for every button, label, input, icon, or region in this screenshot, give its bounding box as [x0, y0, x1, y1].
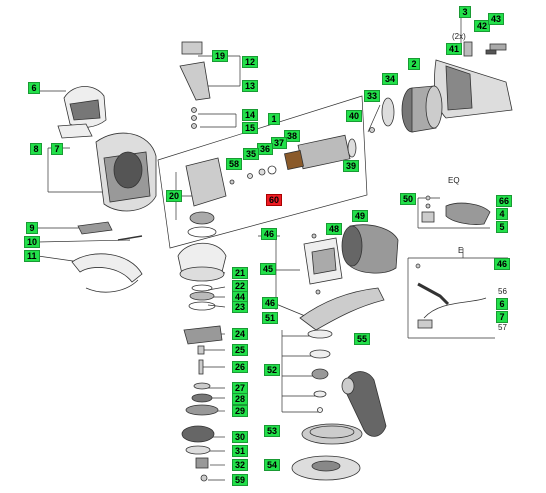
part-label[interactable]: 4 [496, 208, 508, 220]
washer-stack [307, 329, 333, 413]
part-label[interactable]: 58 [226, 158, 243, 170]
handle-part [77, 221, 143, 241]
part-label[interactable]: 15 [242, 122, 259, 134]
part-label[interactable]: 23 [232, 301, 249, 313]
part-label[interactable]: 10 [24, 236, 41, 248]
part-label[interactable]: 13 [242, 80, 259, 92]
part-label[interactable]: 52 [264, 364, 281, 376]
part-label[interactable]: 20 [166, 190, 183, 202]
switch-assembly [421, 202, 491, 225]
part-label[interactable]: 3 [459, 6, 471, 18]
part-label[interactable]: 30 [232, 431, 249, 443]
part-number-57: 57 [498, 323, 507, 332]
part-label-highlighted[interactable]: 60 [266, 194, 283, 206]
part-label[interactable]: 40 [346, 110, 363, 122]
part-label[interactable]: 35 [243, 148, 260, 160]
part-label[interactable]: 55 [354, 333, 371, 345]
part-label[interactable]: 39 [343, 160, 360, 172]
part-label[interactable]: 46 [262, 297, 279, 309]
part-label[interactable]: 54 [264, 459, 281, 471]
armature [247, 134, 357, 179]
part-label[interactable]: 41 [446, 43, 463, 55]
part-label[interactable]: 46 [261, 228, 278, 240]
gear-housing [185, 157, 235, 238]
variant-caption-e: E [458, 246, 464, 255]
part-label[interactable]: 8 [30, 143, 42, 155]
stator [401, 85, 443, 133]
part-label[interactable]: 53 [264, 425, 281, 437]
part-label[interactable]: 5 [496, 221, 508, 233]
side-handle [341, 371, 387, 437]
part-label[interactable]: 43 [488, 13, 505, 25]
rings [369, 97, 395, 133]
bracket-parts [179, 41, 211, 129]
part-label[interactable]: 42 [474, 20, 491, 32]
part-label[interactable]: 48 [326, 223, 343, 235]
part-label[interactable]: 50 [400, 193, 417, 205]
part-label[interactable]: 21 [232, 267, 249, 279]
part-label[interactable]: 26 [232, 361, 249, 373]
part-label[interactable]: 28 [232, 393, 249, 405]
part-label[interactable]: 32 [232, 459, 249, 471]
guard-ring [71, 253, 143, 293]
part-label[interactable]: 14 [242, 109, 259, 121]
part-label[interactable]: 11 [24, 250, 40, 262]
small-fasteners [415, 195, 431, 269]
part-label[interactable]: 31 [232, 445, 249, 457]
part-label[interactable]: 34 [382, 73, 399, 85]
assembly-frame [157, 95, 368, 249]
part-label[interactable]: 7 [496, 311, 508, 323]
part-label[interactable]: 9 [26, 222, 38, 234]
part-label[interactable]: 51 [262, 312, 279, 324]
part-label[interactable]: 66 [496, 195, 513, 207]
motor-housing [434, 41, 513, 119]
part-label[interactable]: 45 [260, 263, 277, 275]
part-label[interactable]: 24 [232, 328, 249, 340]
part-label[interactable]: 33 [364, 90, 381, 102]
part-label[interactable]: 37 [271, 137, 288, 149]
part-label[interactable]: 19 [212, 50, 229, 62]
part-label[interactable]: 29 [232, 405, 249, 417]
variant-caption-eq: EQ [448, 176, 460, 185]
cable-sleeve [299, 287, 385, 331]
part-label[interactable]: 6 [496, 298, 508, 310]
part-label[interactable]: 2 [408, 58, 420, 70]
cable [417, 282, 487, 329]
part-label[interactable]: 59 [232, 474, 249, 486]
part-label[interactable]: 36 [257, 143, 274, 155]
part-label[interactable]: 1 [268, 113, 280, 125]
part-number-56: 56 [498, 287, 507, 296]
electronics-module [303, 224, 399, 295]
part-label[interactable]: 46 [494, 258, 511, 270]
quantity-caption: (2x) [452, 32, 466, 41]
part-label[interactable]: 25 [232, 344, 249, 356]
part-label[interactable]: 49 [352, 210, 369, 222]
part-label[interactable]: 38 [284, 130, 301, 142]
part-label[interactable]: 12 [242, 56, 259, 68]
gear-head-housing [95, 132, 157, 212]
part-label[interactable]: 6 [28, 82, 40, 94]
part-label[interactable]: 7 [51, 143, 63, 155]
spindle-stack [177, 242, 227, 482]
backing-pads [291, 423, 363, 481]
guard-housing [57, 86, 107, 139]
